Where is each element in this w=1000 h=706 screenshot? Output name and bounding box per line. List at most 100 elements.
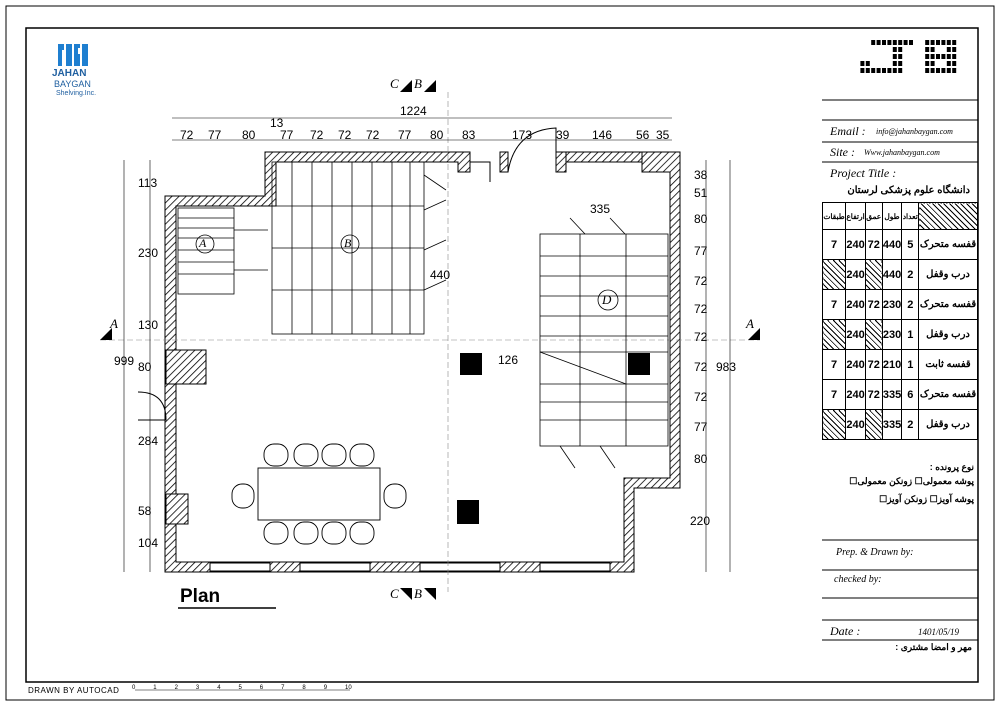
logo-dot xyxy=(898,54,903,59)
table-cell: 335 xyxy=(881,409,903,440)
table-cell: 210 xyxy=(881,349,903,380)
section-marker-a-left xyxy=(100,328,112,340)
logo-dot xyxy=(930,47,935,52)
dimension-value: 113 xyxy=(138,176,158,190)
table-header-cell: طبقات xyxy=(821,202,847,230)
logo-dot xyxy=(882,68,886,73)
door-left xyxy=(137,391,167,421)
dimension-value: 130 xyxy=(138,318,159,332)
table-header-cell xyxy=(918,202,978,230)
dimension-value: 230 xyxy=(138,246,159,260)
table-cell xyxy=(864,409,883,440)
zone-b-marker xyxy=(340,234,360,254)
scale-tick-label: 9 xyxy=(323,685,328,691)
dimension-value: 284 xyxy=(138,434,159,448)
logo-dot xyxy=(930,54,935,59)
dimension-value: 80 xyxy=(694,212,708,226)
scale-tick-label: 6 xyxy=(259,685,264,691)
table-cell xyxy=(864,319,883,350)
table-cell: 240 xyxy=(845,349,866,380)
scale-tick-label: 7 xyxy=(281,685,285,691)
pillar-gap: 126 xyxy=(498,353,519,367)
date-label: Date : xyxy=(830,624,861,638)
dimension-value: 983 xyxy=(716,360,737,374)
table-header-cell: طول xyxy=(881,202,903,230)
checkbox-4[interactable]: ☐ xyxy=(879,494,888,504)
logo-mark xyxy=(58,44,88,66)
logo-dot xyxy=(892,54,897,59)
table-cell: 240 xyxy=(845,289,866,320)
dimension-value: 77 xyxy=(694,420,708,434)
logo-dot xyxy=(946,47,951,52)
logo-dot xyxy=(925,40,930,45)
logo-dot xyxy=(941,68,946,73)
section-b-bottom-label: B xyxy=(414,586,422,601)
zone-b-depth: 440 xyxy=(430,268,451,282)
logo-dot xyxy=(909,40,913,45)
shelf-zone-a xyxy=(177,207,268,295)
logo-dot xyxy=(865,61,870,66)
section-c-bottom-label: C xyxy=(390,586,399,601)
project-label: Project Title : xyxy=(830,166,897,180)
table-cell: قفسه متحرک xyxy=(918,289,978,320)
logo-dot xyxy=(925,47,930,52)
scale-tick-label: 2 xyxy=(174,685,178,691)
logo-dot xyxy=(876,40,881,45)
checkbox-2[interactable]: ☐ xyxy=(849,476,858,486)
logo-dot xyxy=(887,68,892,73)
zone-d-label: D xyxy=(602,292,612,307)
checkbox-3[interactable]: ☐ xyxy=(929,494,938,504)
logo-dot xyxy=(898,47,903,52)
table-cell: 6 xyxy=(901,379,920,410)
date-value: 1401/05/19 xyxy=(918,627,960,637)
logo-dot xyxy=(898,68,903,73)
table-cell: 72 xyxy=(864,379,883,410)
logo-dot xyxy=(860,61,865,66)
dimension-value: 77 xyxy=(694,244,708,258)
dimension-value: 999 xyxy=(114,354,135,368)
table-cell: 240 xyxy=(845,409,866,440)
zone-d-width: 335 xyxy=(590,202,611,216)
logo-dot xyxy=(930,68,935,73)
dimension-value: 83 xyxy=(462,128,476,142)
table-cell: 240 xyxy=(845,379,866,410)
table-cell: 5 xyxy=(901,229,920,260)
panel-logo xyxy=(860,40,957,73)
folder-option-3: پوشه آویز xyxy=(937,494,974,504)
project-title: دانشگاه علوم پزشکی لرستان xyxy=(847,185,970,196)
logo-dot xyxy=(925,54,930,59)
checkbox-1[interactable]: ☐ xyxy=(914,476,923,486)
shelf-zone-d xyxy=(539,217,669,469)
scale-tick-label: 3 xyxy=(195,685,200,691)
table-cell: 1 xyxy=(901,319,920,350)
table-cell: 1 xyxy=(901,349,920,380)
panel-lines xyxy=(822,99,978,641)
dimension-value: 72 xyxy=(694,330,708,344)
table-header-cell: ارتفاع xyxy=(845,202,866,230)
logo-dot xyxy=(887,40,892,45)
folder-options-row1: پوشه معمولی☐ زونکن معمولی☐ xyxy=(826,476,974,487)
site-value: Www.jahanbaygan.com xyxy=(864,148,940,157)
dimension-value: 72 xyxy=(338,128,352,142)
dimension-value: 72 xyxy=(694,360,708,374)
dimension-value: 104 xyxy=(138,536,159,550)
table-cell: قفسه متحرک xyxy=(918,379,978,410)
logo-dot xyxy=(898,40,903,45)
table-cell: 440 xyxy=(881,259,903,290)
site-label: Site : xyxy=(830,145,855,159)
email-label: Email : xyxy=(830,124,866,138)
dimension-value: 38 xyxy=(694,168,708,182)
logo-dot xyxy=(941,54,946,59)
logo-dot xyxy=(930,61,935,66)
logo-dot xyxy=(860,68,865,73)
logo-dot xyxy=(865,68,870,73)
logo-dot xyxy=(952,61,957,66)
dimension-value: 80 xyxy=(138,360,152,374)
logo-dot xyxy=(892,61,897,66)
folder-option-1: پوشه معمولی xyxy=(922,476,974,486)
logo-dot xyxy=(952,40,957,45)
